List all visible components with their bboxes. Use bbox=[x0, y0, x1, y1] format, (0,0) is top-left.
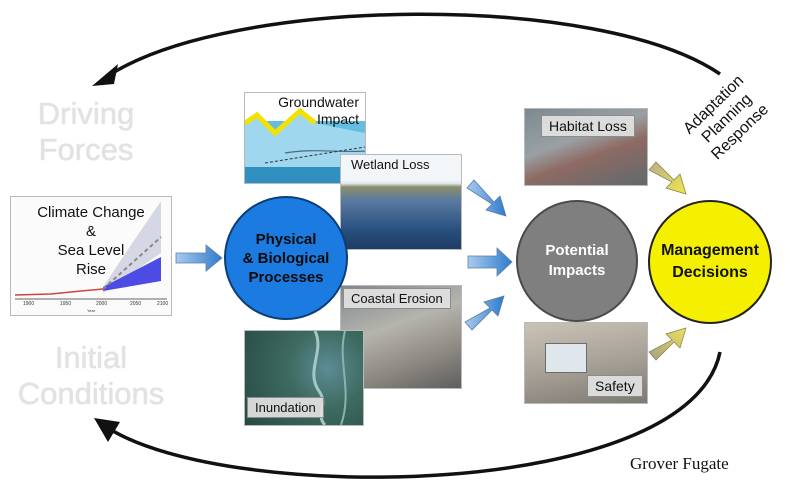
safety-photo: Safety bbox=[524, 322, 648, 404]
groundwater-label-line-1: Groundwater bbox=[278, 94, 359, 110]
x-tick-2050: 2050 bbox=[130, 301, 142, 307]
observed-sea-level-line bbox=[14, 288, 104, 296]
initial-conditions-line-1: Initial bbox=[54, 340, 128, 375]
wetland-photo-sky bbox=[341, 155, 461, 181]
physical-line-3: Processes bbox=[248, 268, 324, 286]
inundation-map: Inundation bbox=[244, 330, 364, 426]
driving-forces-line-1: Driving bbox=[37, 96, 135, 131]
bottom-feedback-arrowhead bbox=[94, 418, 120, 442]
x-tick-1950: 1950 bbox=[60, 301, 72, 307]
arrow-coastal-to-impacts bbox=[464, 295, 505, 331]
groundwater-illustration bbox=[245, 107, 365, 183]
management-line-2: Decisions bbox=[672, 264, 748, 281]
groundwater-impact-label: Groundwater Impact bbox=[278, 94, 359, 128]
wetland-loss-label: Wetland Loss bbox=[351, 157, 430, 172]
driving-forces-label: Driving Forces bbox=[12, 96, 160, 168]
groundwater-label-line-2: Impact bbox=[316, 111, 359, 127]
top-feedback-arc bbox=[107, 12, 721, 78]
potential-line-2: Impacts bbox=[548, 262, 606, 279]
driving-forces-line-2: Forces bbox=[38, 132, 134, 167]
initial-conditions-label: Initial Conditions bbox=[8, 340, 174, 412]
projection-uncertainty-band-inner bbox=[103, 257, 161, 291]
initial-conditions-line-2: Conditions bbox=[17, 376, 165, 411]
potential-line-1: Potential bbox=[545, 242, 609, 259]
x-tick-1900: 1900 bbox=[23, 301, 35, 307]
physical-biological-processes-node: Physical & Biological Processes bbox=[224, 196, 348, 320]
management-decisions-node: Management Decisions bbox=[648, 200, 772, 324]
climate-title-line-2: & bbox=[85, 223, 96, 240]
physical-line-2: & Biological bbox=[242, 249, 330, 267]
safety-label: Safety bbox=[587, 375, 643, 397]
habitat-loss-label: Habitat Loss bbox=[541, 115, 635, 137]
physical-line-1: Physical bbox=[255, 230, 317, 248]
arrow-safety-to-decisions bbox=[648, 327, 687, 361]
wetland-loss-photo: Wetland Loss bbox=[340, 154, 462, 250]
projection-uncertainty-band-outer bbox=[103, 201, 161, 293]
x-tick-2000: 2000 bbox=[96, 301, 108, 307]
x-tick-2100: 2100 bbox=[157, 301, 169, 307]
arrow-climate-to-physical bbox=[175, 244, 223, 272]
climate-title-line-4: Rise bbox=[75, 261, 106, 278]
climate-title-line-1: Climate Change bbox=[37, 204, 145, 221]
management-line-1: Management bbox=[661, 242, 759, 259]
climate-change-chart-panel: Climate Change & Sea Level Rise 1900 195… bbox=[10, 196, 172, 316]
coastal-erosion-label: Coastal Erosion bbox=[343, 288, 451, 309]
inundation-label: Inundation bbox=[247, 397, 324, 418]
bottom-feedback-arc bbox=[107, 351, 722, 479]
arrow-physical-to-impacts bbox=[467, 247, 513, 277]
potential-impacts-node: Potential Impacts bbox=[516, 200, 638, 322]
climate-change-title: Climate Change & Sea Level Rise bbox=[11, 203, 171, 279]
arrow-wetland-to-impacts bbox=[466, 179, 507, 217]
author-credit: Grover Fugate bbox=[630, 454, 729, 473]
habitat-loss-photo: Habitat Loss bbox=[524, 108, 648, 186]
climate-title-line-3: Sea Level bbox=[57, 242, 125, 259]
projection-median-line bbox=[102, 236, 162, 290]
safety-house-shape bbox=[545, 343, 587, 373]
x-axis-label: Year bbox=[87, 308, 96, 313]
sea-level-projection-chart bbox=[14, 201, 167, 300]
top-feedback-arrowhead bbox=[92, 64, 118, 86]
arrow-habitat-to-decisions bbox=[648, 161, 687, 195]
